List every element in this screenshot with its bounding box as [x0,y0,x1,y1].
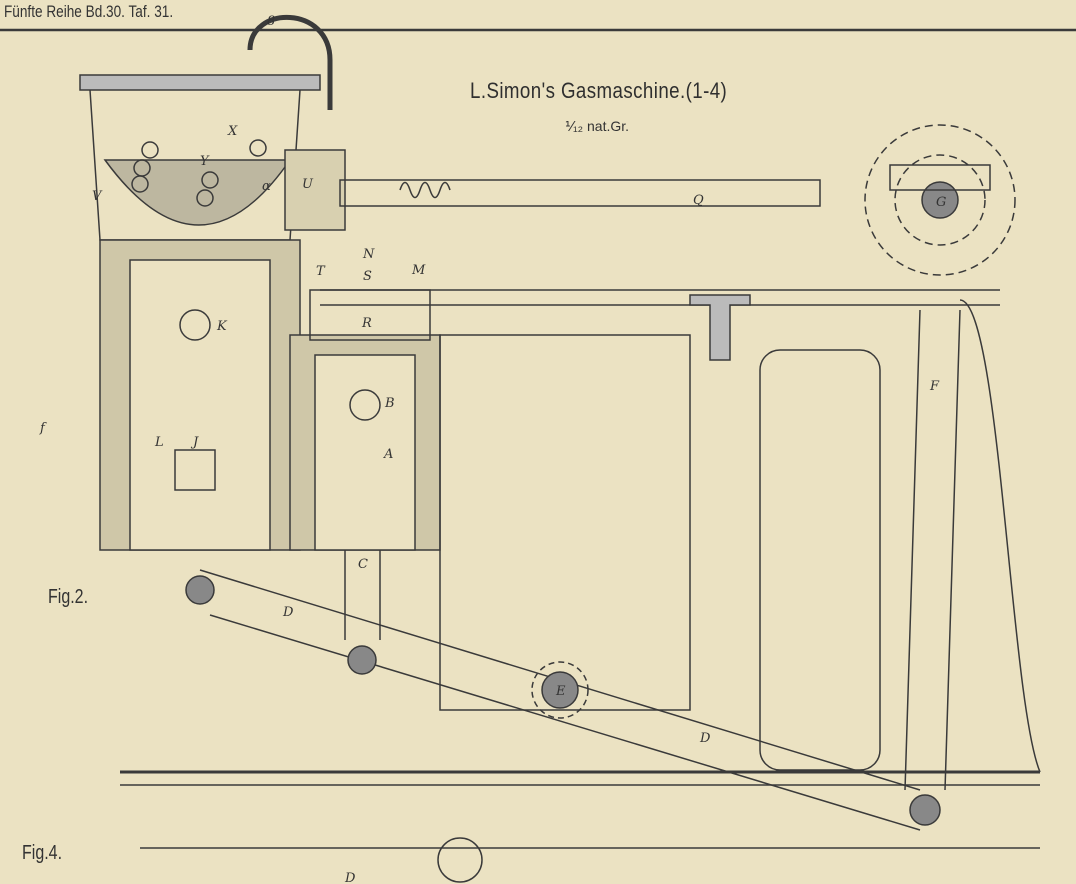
svg-text:E: E [555,684,566,699]
svg-text:J: J [190,435,199,450]
frame-leg [959,299,1041,773]
svg-text:D: D [282,605,294,620]
drawing-title: L.Simon's Gasmaschine.(1-4) [470,78,728,103]
svg-text:R: R [361,316,372,331]
svg-text:C: C [358,557,368,572]
svg-text:D: D [699,731,711,746]
svg-text:G: G [936,195,946,210]
svg-text:K: K [216,319,228,334]
shaft-g [921,181,959,219]
part-labels: 8 X Y V α U Q G N S M T R K B A L J f F … [39,14,946,884]
i-beam [689,294,751,361]
svg-text:α: α [262,179,271,194]
svg-text:B: B [384,396,395,411]
connecting-rod-f [904,309,961,791]
svg-text:X: X [227,124,238,139]
plate-header: Fünfte Reihe Bd.30. Taf. 31. [4,2,174,21]
svg-text:Y: Y [200,154,210,169]
drawing-scale: ⅟₁₂ nat.Gr. [565,118,630,134]
valve-box [284,149,346,231]
pivot-e [531,661,589,719]
svg-text:F: F [929,379,940,394]
svg-text:A: A [383,447,393,462]
svg-text:N: N [362,247,375,262]
coil-rings [131,139,267,207]
rod-q [339,179,821,207]
flywheel [864,124,1016,276]
cover-flange [79,74,321,91]
frame-window [759,349,881,771]
water-reservoir [103,159,292,226]
chamber-r [309,289,431,341]
svg-text:L: L [154,435,164,450]
figure-label-2: Fig.2. [48,586,89,608]
svg-text:D: D [344,871,356,884]
svg-text:f: f [39,421,47,436]
svg-text:U: U [302,177,314,192]
svg-text:Q: Q [693,193,704,208]
svg-text:V: V [92,189,103,204]
svg-text:8: 8 [267,14,275,29]
gas-pipe [247,15,333,110]
svg-text:M: M [411,263,426,278]
figure-label-4: Fig.4. [22,842,63,864]
svg-text:S: S [363,269,372,284]
spring [399,181,451,199]
svg-text:T: T [316,264,326,279]
crosspin-k [179,309,211,341]
